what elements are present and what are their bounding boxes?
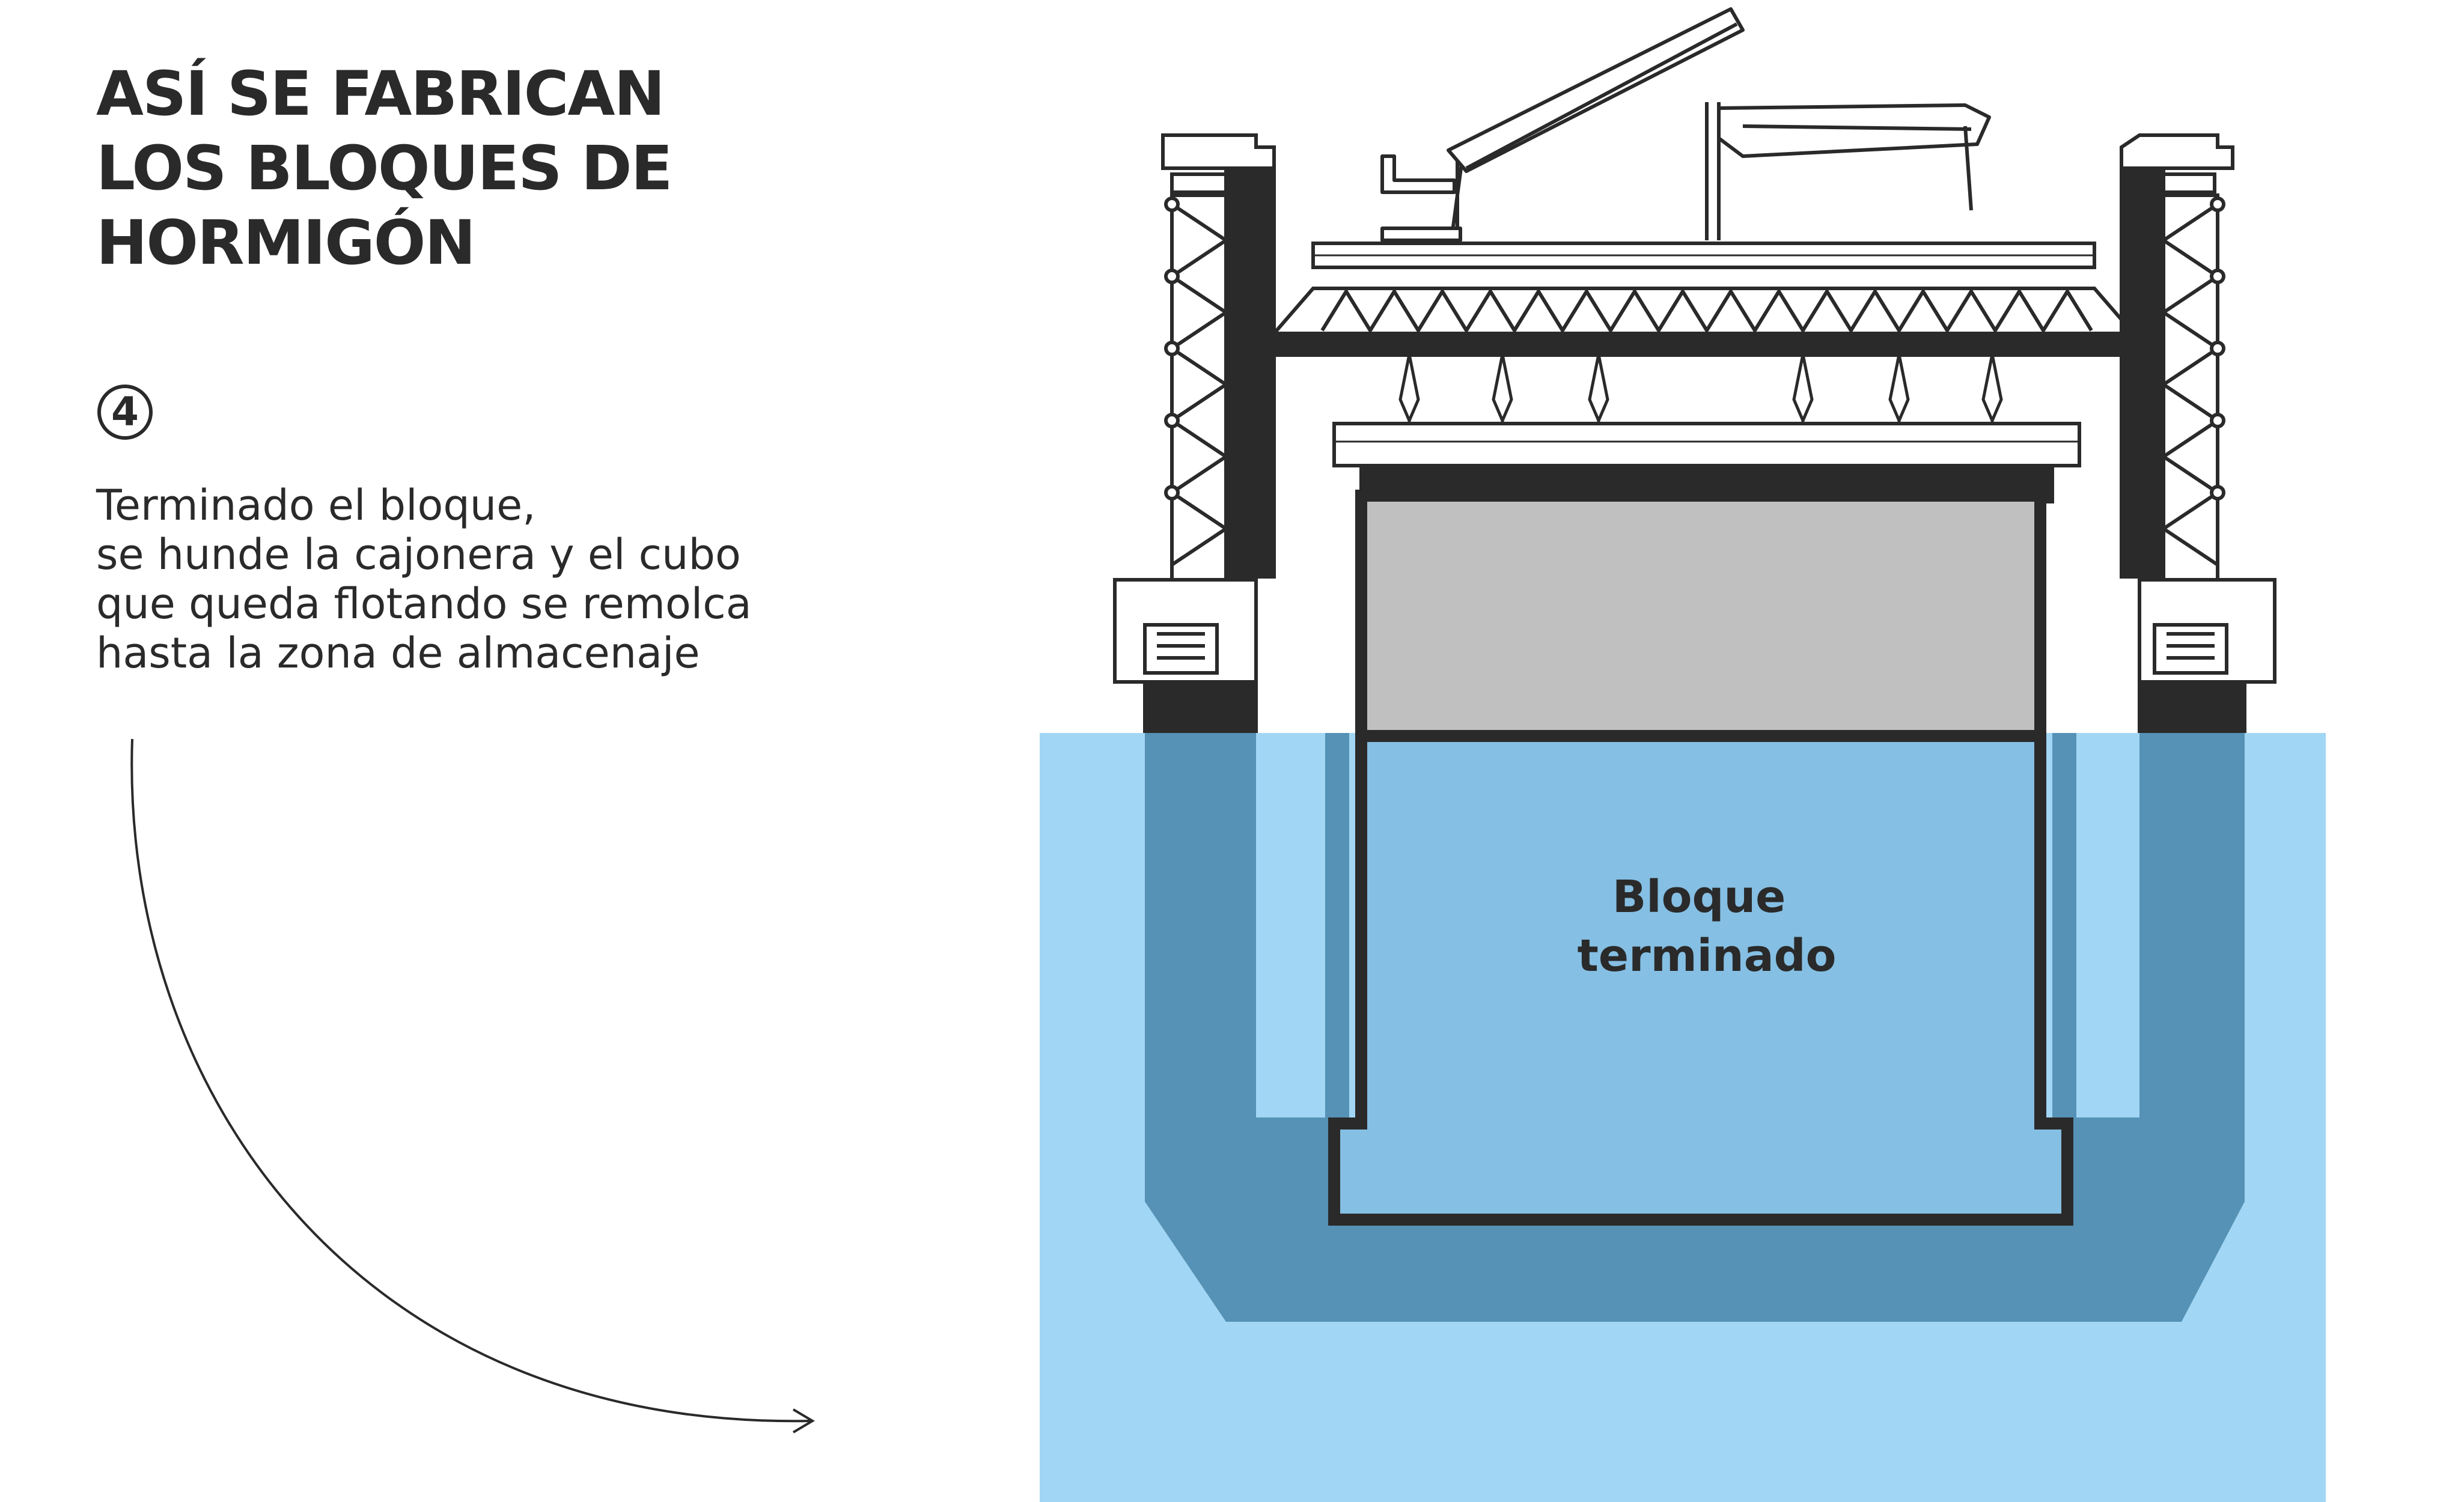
step-description: Terminado el bloque, se hunde la cajoner…	[96, 481, 752, 678]
gantry-truss	[1236, 242, 2171, 357]
description-line-4: hasta la zona de almacenaje	[96, 628, 700, 678]
block-above-water	[1355, 490, 2046, 742]
left-tower	[1113, 133, 1276, 738]
block-label: Bloque terminado	[1578, 871, 1837, 982]
right-tower	[2120, 133, 2276, 738]
description-line-3: que queda flotando se remolca	[96, 579, 752, 628]
title-line-3: HORMIGÓN	[96, 207, 476, 279]
flow-arrow	[130, 738, 815, 1434]
title-line-1: ASÍ SE FABRICAN	[96, 58, 665, 130]
description-line-2: se hunde la cajonera y el cubo	[96, 530, 741, 579]
title-line-2: LOS BLOQUES DE	[96, 133, 672, 204]
crane	[1380, 7, 1991, 249]
block-label-line-2: terminado	[1578, 930, 1837, 982]
block-submerged	[1328, 730, 2073, 1226]
description-line-1: Terminado el bloque,	[96, 481, 536, 530]
step-number-badge: 4	[97, 385, 153, 440]
block-label-line-1: Bloque	[1612, 871, 1785, 923]
title: ASÍ SE FABRICAN LOS BLOQUES DE HORMIGÓN	[96, 57, 672, 281]
